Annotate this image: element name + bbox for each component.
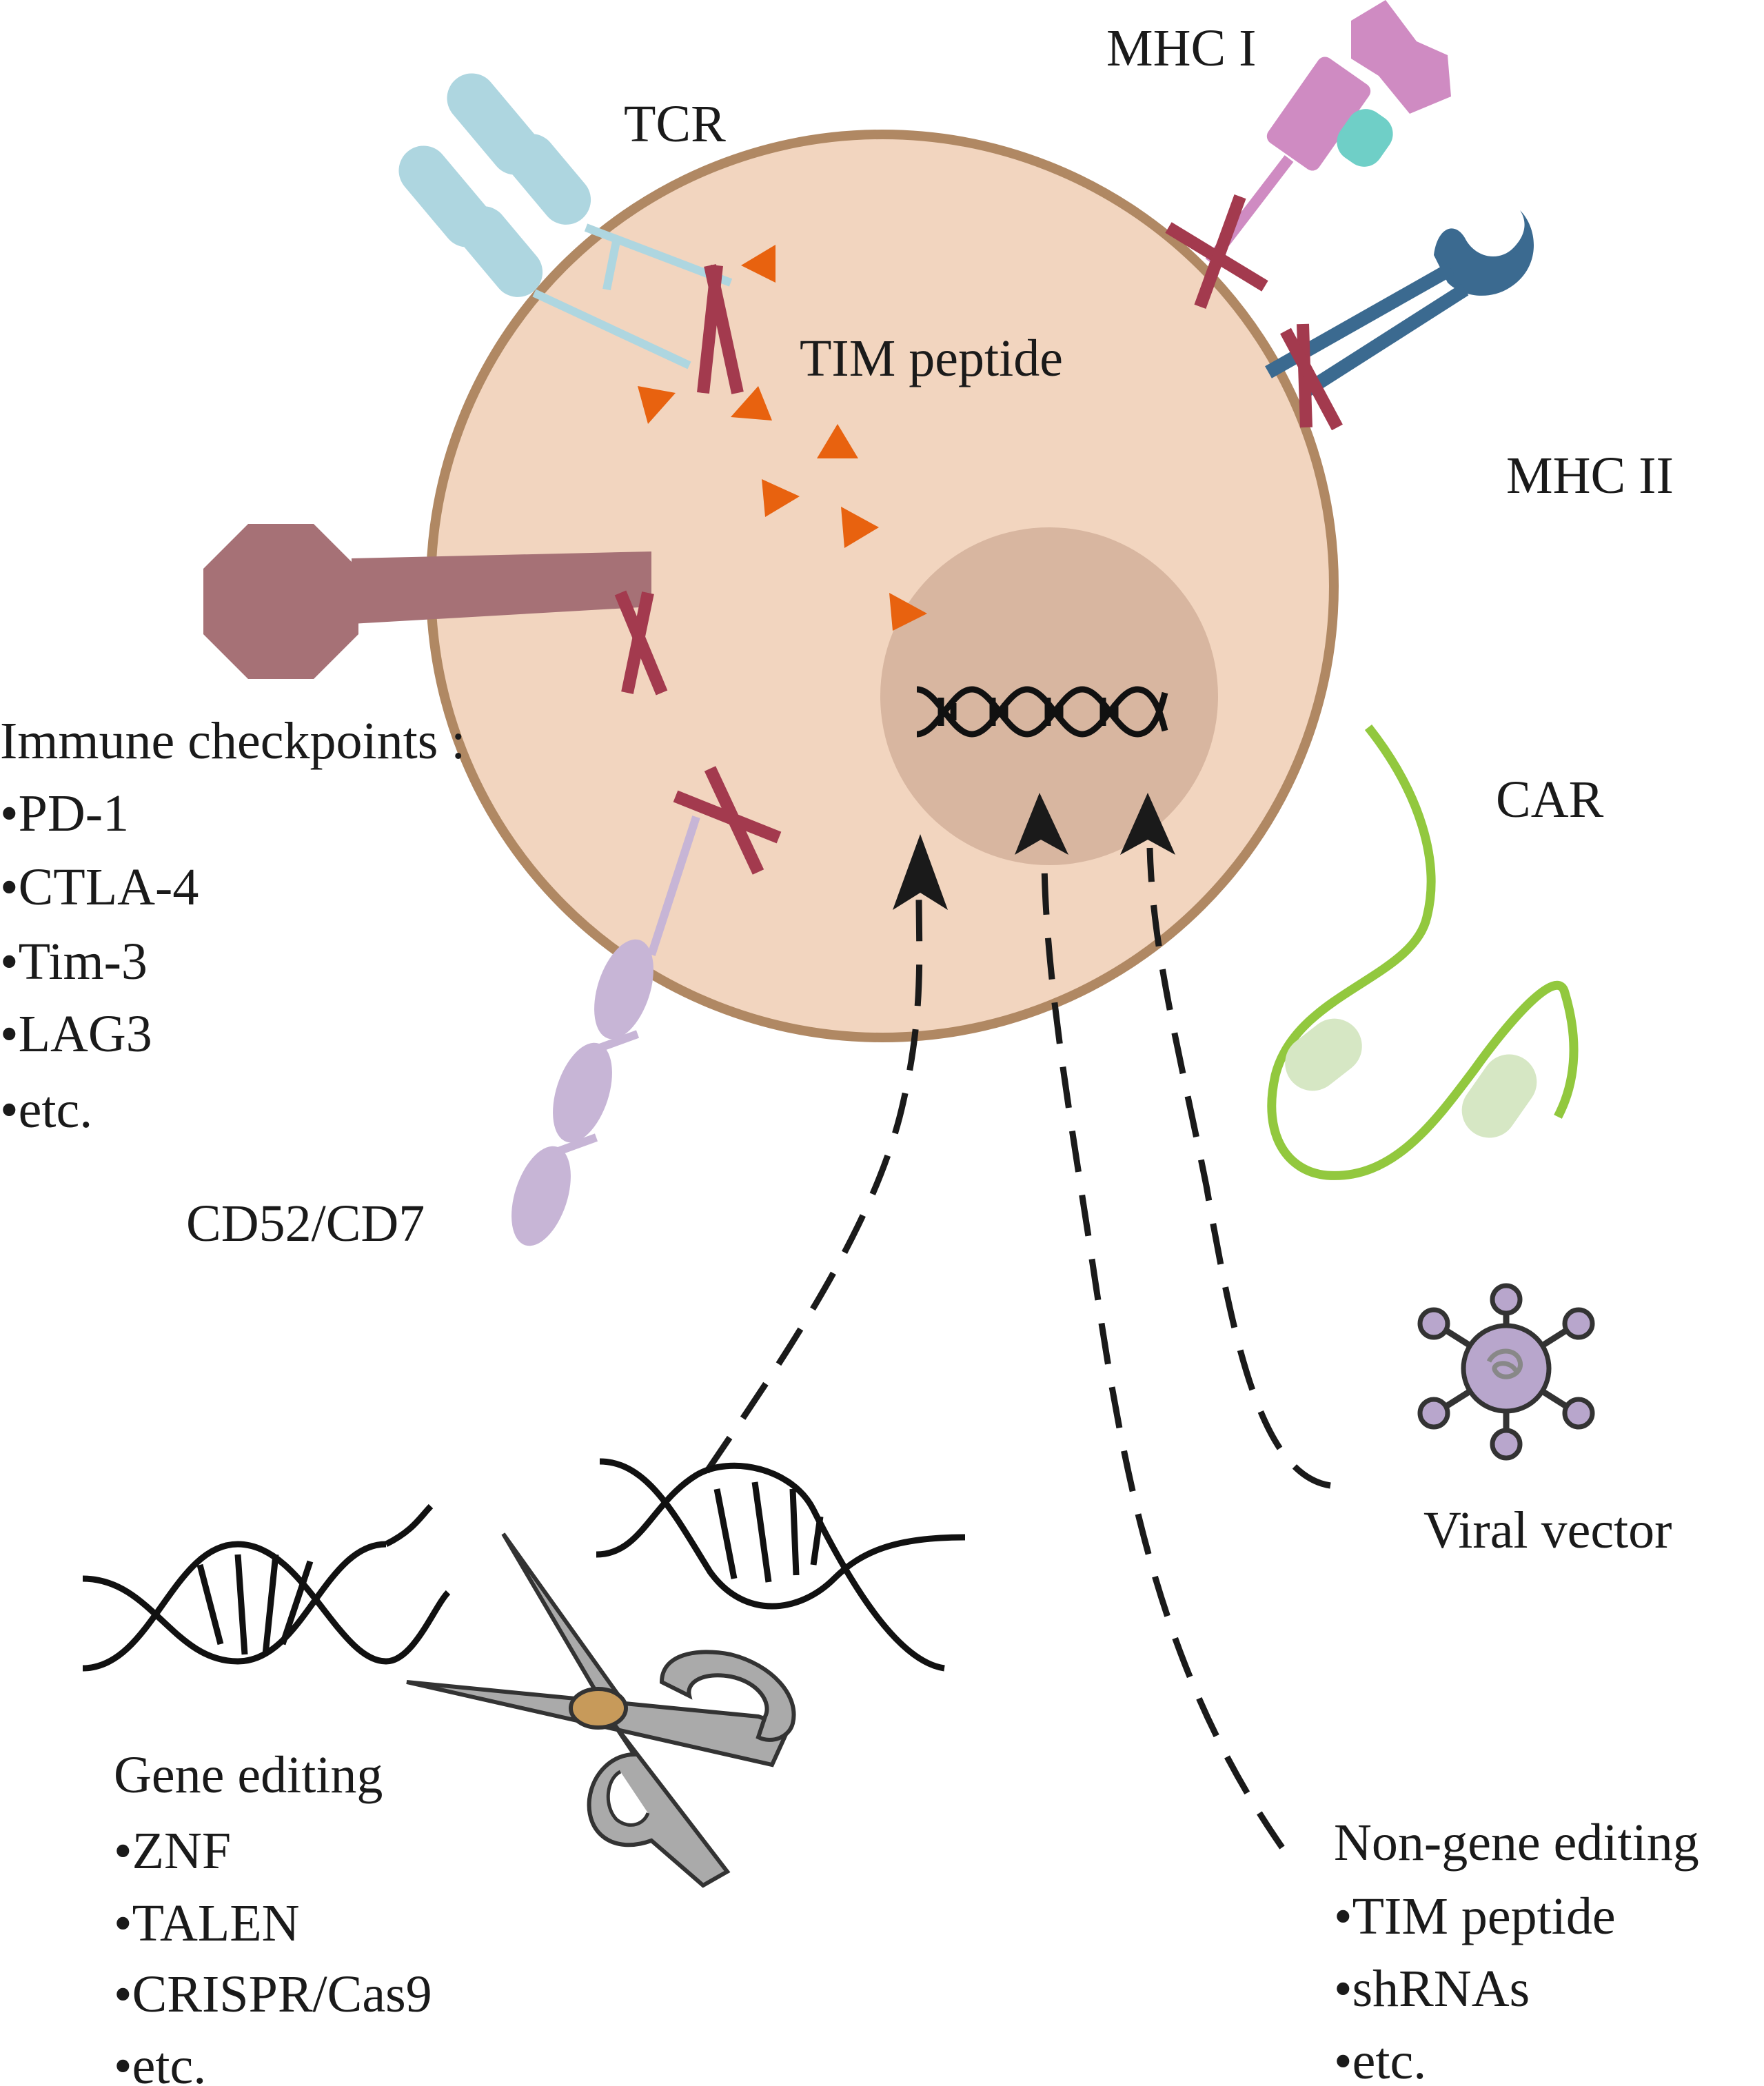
knockout-x-mhc1 [1165, 194, 1268, 309]
gene-editing-item: •ZNF [114, 1822, 231, 1880]
non-gene-editing-list: Non-gene editing •TIM peptide •shRNAs •e… [1334, 1814, 1699, 2086]
label-tim-peptide: TIM peptide [800, 330, 1063, 387]
nucleus [880, 527, 1218, 865]
checkpoint-item: •PD-1 [0, 784, 129, 842]
scissors-icon [406, 1532, 796, 1888]
label-tcr: TCR [624, 95, 726, 153]
non-gene-editing-item: •shRNAs [1334, 1960, 1530, 2018]
mhc1-molecule [1205, 0, 1451, 265]
label-car: CAR [1496, 771, 1604, 829]
dna-strand-right [596, 1458, 966, 1672]
non-gene-editing-title: Non-gene editing [1334, 1814, 1699, 1872]
knockout-x-checkpoint [614, 590, 668, 696]
knockout-marks [614, 194, 1343, 875]
checkpoint-item: •Tim-3 [0, 933, 148, 991]
checkpoint-item: •LAG3 [0, 1005, 152, 1063]
knockout-x-mhc2 [1280, 323, 1343, 431]
knockout-x-cd52 [673, 766, 782, 875]
non-gene-editing-item: •TIM peptide [1334, 1887, 1616, 1945]
tim-peptides [638, 245, 927, 631]
gene-editing-item: •CRISPR/Cas9 [114, 1965, 432, 2023]
cd52-cd7-molecule [511, 816, 700, 1246]
scissors-pivot [569, 1687, 628, 1730]
checkpoint-item: •CTLA-4 [0, 858, 199, 916]
checkpoint-receptor [203, 524, 651, 679]
delivery-paths [704, 847, 1331, 1850]
checkpoint-item: •etc. [0, 1081, 92, 1139]
path-non-gene-editing [1041, 854, 1285, 1850]
dna-strand-left [82, 1503, 451, 1672]
checkpoints-title: Immune checkpoints : [0, 712, 465, 770]
label-mhc2: MHC II [1506, 447, 1674, 505]
nucleus-dna-icon [916, 686, 1168, 738]
label-cd52-cd7: CD52/CD7 [186, 1195, 425, 1253]
checkpoints-list: Immune checkpoints : •PD-1 •CTLA-4 •Tim-… [0, 712, 465, 1139]
car-receptor [1267, 724, 1579, 1180]
gene-editing-item: •TALEN [114, 1894, 300, 1952]
label-viral-vector: Viral vector [1423, 1501, 1672, 1559]
gene-editing-list: Gene editing •ZNF •TALEN •CRISPR/Cas9 •e… [114, 1746, 432, 2086]
tcr-receptor [398, 73, 733, 369]
delivery-arrowheads [893, 793, 1175, 910]
non-gene-editing-item: •etc. [1334, 2032, 1426, 2086]
gene-editing-item: •etc. [114, 2037, 206, 2086]
cell [426, 130, 1339, 1042]
path-viral-vector [1146, 847, 1331, 1489]
knockout-x-tcr [697, 264, 744, 394]
label-mhc1: MHC I [1106, 19, 1256, 77]
gene-editing-title: Gene editing [114, 1746, 383, 1804]
virus-icon [1417, 1283, 1595, 1461]
